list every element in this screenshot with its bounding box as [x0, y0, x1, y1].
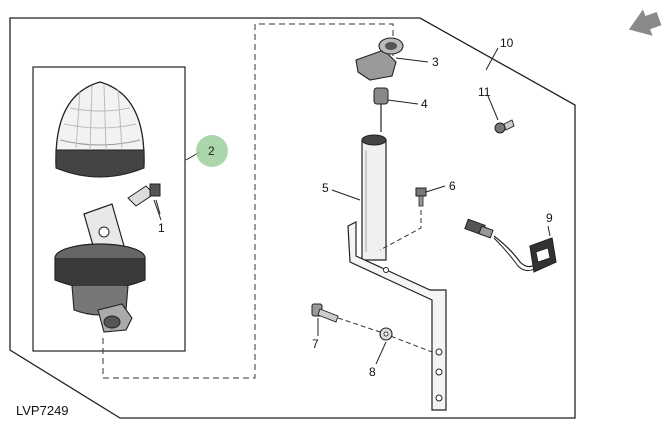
tube [361, 134, 387, 261]
dashed-reference-line [102, 23, 394, 379]
fastener [494, 119, 515, 134]
next-arrow-icon[interactable] [624, 5, 664, 42]
callout-2-highlight[interactable] [196, 135, 228, 167]
switch-harness [464, 218, 557, 273]
beacon-lens [55, 81, 145, 178]
callout-10: 10 [500, 36, 514, 50]
callout-9: 9 [546, 211, 553, 225]
callout-6: 6 [449, 179, 456, 193]
bolt-path-6 [379, 210, 422, 251]
callout-8: 8 [369, 365, 376, 379]
grommet [373, 87, 389, 132]
beacon-base [54, 203, 146, 333]
callout-7: 7 [312, 337, 319, 351]
bulb [127, 183, 161, 215]
callout-1: 1 [158, 221, 165, 235]
leader-lines [153, 47, 551, 365]
callout-11: 11 [478, 85, 491, 99]
kit-box [32, 66, 186, 352]
clamp [355, 37, 404, 81]
washer [379, 327, 393, 341]
drawing-id: LVP7249 [16, 403, 69, 418]
bracket [347, 221, 447, 411]
callout-5: 5 [322, 181, 329, 195]
assembly-outline [9, 17, 576, 419]
callout-3: 3 [432, 55, 439, 69]
bolt-6 [415, 187, 427, 207]
callout-4: 4 [421, 97, 428, 111]
bolt-7 [311, 303, 339, 323]
callout-2[interactable]: 2 [208, 144, 215, 158]
